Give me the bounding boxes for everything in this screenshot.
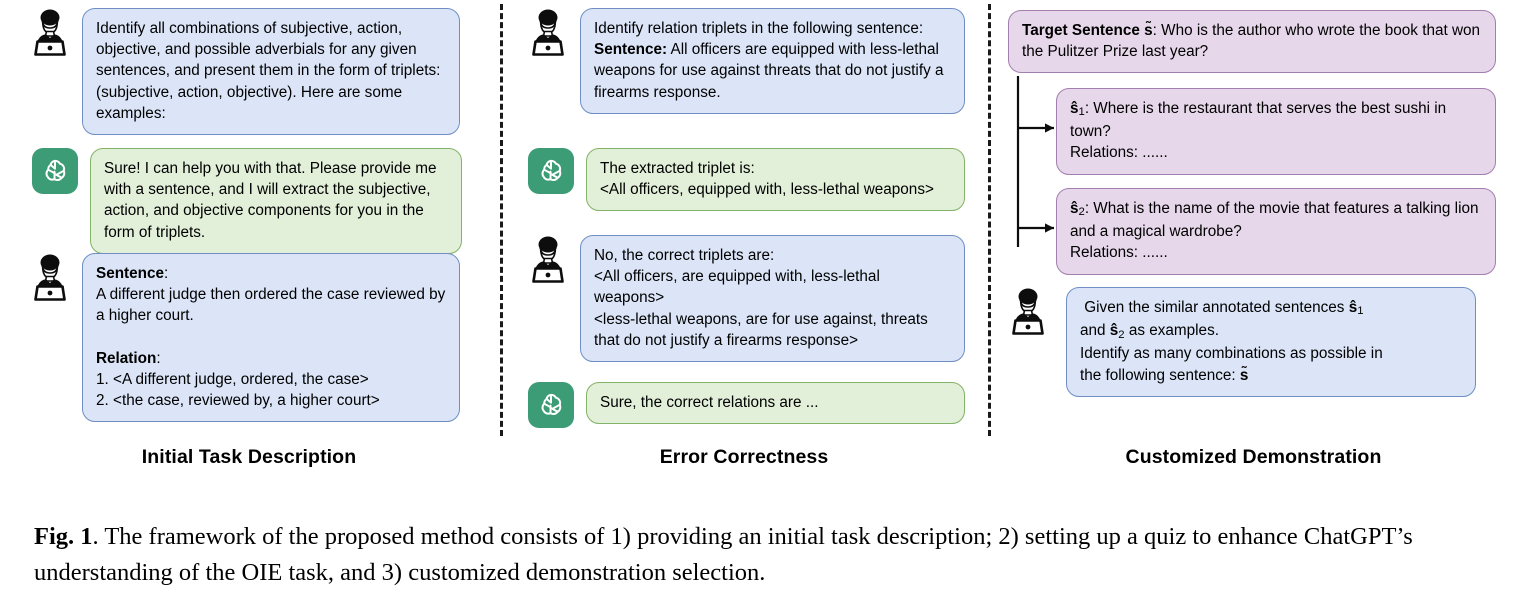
example-text-1: : Where is the restaurant that serves th… — [1070, 100, 1447, 162]
example-sentence-bubble-1: ŝ1: Where is the restaurant that serves … — [1056, 88, 1496, 175]
panel-title-initial-task-description: Initial Task Description — [141, 446, 357, 468]
relation-label: Relation — [96, 349, 157, 367]
message-row: Given the similar annotated sentences ŝ1… — [1002, 287, 1476, 397]
target-sentence-text: : Who is the author who wrote the book t… — [1022, 22, 1485, 61]
message-row: Identify all combinations of subjective,… — [24, 8, 460, 135]
prompt-subscript-2: 2 — [1118, 328, 1125, 341]
prompt-symbol-1: ŝ — [1348, 299, 1358, 316]
example-symbol-2: ŝ — [1070, 200, 1079, 217]
message-row: Sure! I can help you with that. Please p… — [32, 148, 462, 254]
message-bubble-assistant: The extracted triplet is: <All officers,… — [586, 148, 965, 212]
message-row: Identify relation triplets in the follow… — [522, 8, 965, 114]
prompt-part-3: as examples. Identify as many combinatio… — [1080, 322, 1383, 384]
user-laptop-icon — [522, 235, 574, 287]
column-divider-2 — [988, 4, 991, 436]
prompt-part-2: and — [1080, 322, 1106, 340]
prompt-part-1: Given the similar annotated sentences — [1080, 299, 1349, 316]
panel-title-error-correctness: Error Correctness — [659, 446, 829, 468]
message-row: No, the correct triplets are: <All offic… — [522, 235, 965, 362]
chatgpt-logo-icon — [528, 382, 574, 428]
message-row: Sentence: A different judge then ordered… — [24, 253, 460, 423]
prompt-intro: Identify relation triplets in the follow… — [594, 20, 924, 37]
user-laptop-icon — [24, 253, 76, 305]
example-sentence-bubble-2: ŝ2: What is the name of the movie that f… — [1056, 188, 1496, 275]
message-row: The extracted triplet is: <All officers,… — [528, 148, 965, 212]
message-bubble-user: Identify all combinations of subjective,… — [82, 8, 460, 135]
example-symbol-1: ŝ — [1070, 100, 1079, 117]
message-bubble-user: No, the correct triplets are: <All offic… — [580, 235, 965, 362]
sentence-body: All officers are equipped with less-leth… — [594, 41, 948, 101]
target-sentence-bubble: Target Sentence s̃: Who is the author wh… — [1008, 10, 1496, 74]
example-text-2: : What is the name of the movie that fea… — [1070, 200, 1479, 262]
user-laptop-icon — [24, 8, 76, 60]
panel-title-customized-demonstration: Customized Demonstration — [1125, 446, 1382, 468]
target-sentence-symbol: s̃ — [1144, 22, 1153, 39]
chatgpt-logo-icon — [528, 148, 574, 194]
user-laptop-icon — [1002, 287, 1054, 339]
sentence-label: Sentence: — [594, 41, 668, 59]
figure-caption: Fig. 1. The framework of the proposed me… — [34, 519, 1484, 591]
message-bubble-assistant: Sure! I can help you with that. Please p… — [90, 148, 462, 254]
relation-body: : 1. <A different judge, ordered, the ca… — [96, 349, 380, 410]
message-bubble-user: Sentence: A different judge then ordered… — [82, 253, 460, 423]
message-row: Sure, the correct relations are ... — [528, 382, 965, 428]
sentence-body: : A different judge then ordered the cas… — [96, 265, 446, 325]
figure-label: Fig. 1 — [34, 523, 93, 550]
target-sentence-label: Target Sentence — [1022, 22, 1140, 39]
message-bubble-assistant: Sure, the correct relations are ... — [586, 382, 965, 425]
message-bubble-user: Identify relation triplets in the follow… — [580, 8, 965, 114]
prompt-symbol-3: s̃ — [1239, 366, 1249, 384]
example-subscript-2: 2 — [1078, 206, 1085, 219]
user-laptop-icon — [522, 8, 574, 60]
chatgpt-logo-icon — [32, 148, 78, 194]
prompt-symbol-2: ŝ — [1109, 322, 1119, 340]
column-divider-1 — [500, 4, 503, 436]
message-bubble-user: Given the similar annotated sentences ŝ1… — [1066, 287, 1476, 397]
prompt-subscript-1: 1 — [1357, 305, 1364, 318]
example-subscript-1: 1 — [1078, 106, 1085, 119]
sentence-label: Sentence — [96, 265, 165, 282]
figure-diagram: Identify all combinations of subjective,… — [24, 4, 1496, 468]
caption-text: . The framework of the proposed method c… — [34, 523, 1413, 586]
